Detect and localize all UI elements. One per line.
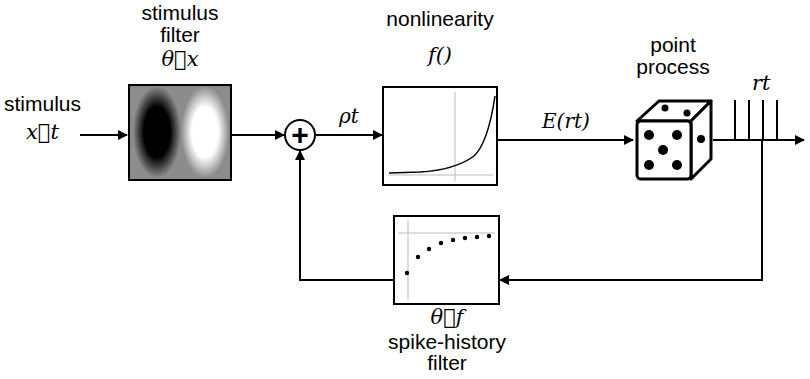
block-heading: spike-history filter xyxy=(372,331,522,373)
plot-ground xyxy=(393,215,500,305)
spike-train-symbol: rt xyxy=(752,72,770,94)
die-symbol xyxy=(637,101,711,179)
filter-positive-lobe xyxy=(181,86,229,178)
nonlinearity-box: nonlinearity f() xyxy=(370,0,510,190)
plot-axis xyxy=(398,233,495,234)
stimulus-symbol: x⃗t xyxy=(26,121,59,143)
signal-arrow xyxy=(316,134,382,136)
block-heading: point process xyxy=(628,34,718,78)
plot-axis xyxy=(408,220,409,300)
plot-axis xyxy=(455,92,456,181)
exponential-curve xyxy=(389,96,495,173)
spike xyxy=(776,100,778,140)
signal-label: ρt xyxy=(337,105,361,127)
plus-sign: + xyxy=(284,119,316,150)
node-outline xyxy=(393,215,500,305)
spike xyxy=(748,100,750,140)
block-heading: nonlinearity xyxy=(370,8,510,30)
signal-arrow xyxy=(498,139,633,141)
signal-arrow xyxy=(500,140,762,280)
plot-ground xyxy=(382,86,498,186)
history-points xyxy=(405,234,491,275)
output-arrow xyxy=(713,139,804,141)
input-label: stimulus xyxy=(4,93,81,115)
point-process-box: point process xyxy=(615,30,735,190)
plot-axis xyxy=(388,175,493,176)
signal-arrow xyxy=(232,134,284,136)
spike xyxy=(762,100,764,140)
node-outline xyxy=(128,84,232,181)
filter-image xyxy=(128,84,232,181)
signal-arrow xyxy=(300,151,393,280)
filter-box: stimulus filterθ⃗x xyxy=(110,0,250,185)
filter-negative-lobe xyxy=(133,86,181,178)
node-outline xyxy=(633,98,713,182)
input-arrow xyxy=(80,134,127,136)
signal-label: E(rt) xyxy=(540,110,592,132)
sum-junction: + xyxy=(284,119,316,151)
filter-symbol: θ⃗x xyxy=(110,48,250,70)
block-heading: stimulus filter xyxy=(130,2,230,46)
node-outline xyxy=(382,86,498,186)
history-filter-box: θ⃗f spike-history filter xyxy=(367,212,527,379)
filter-symbol: θ⃗f xyxy=(367,306,527,328)
spike xyxy=(734,100,736,140)
function-symbol: f() xyxy=(370,44,510,66)
